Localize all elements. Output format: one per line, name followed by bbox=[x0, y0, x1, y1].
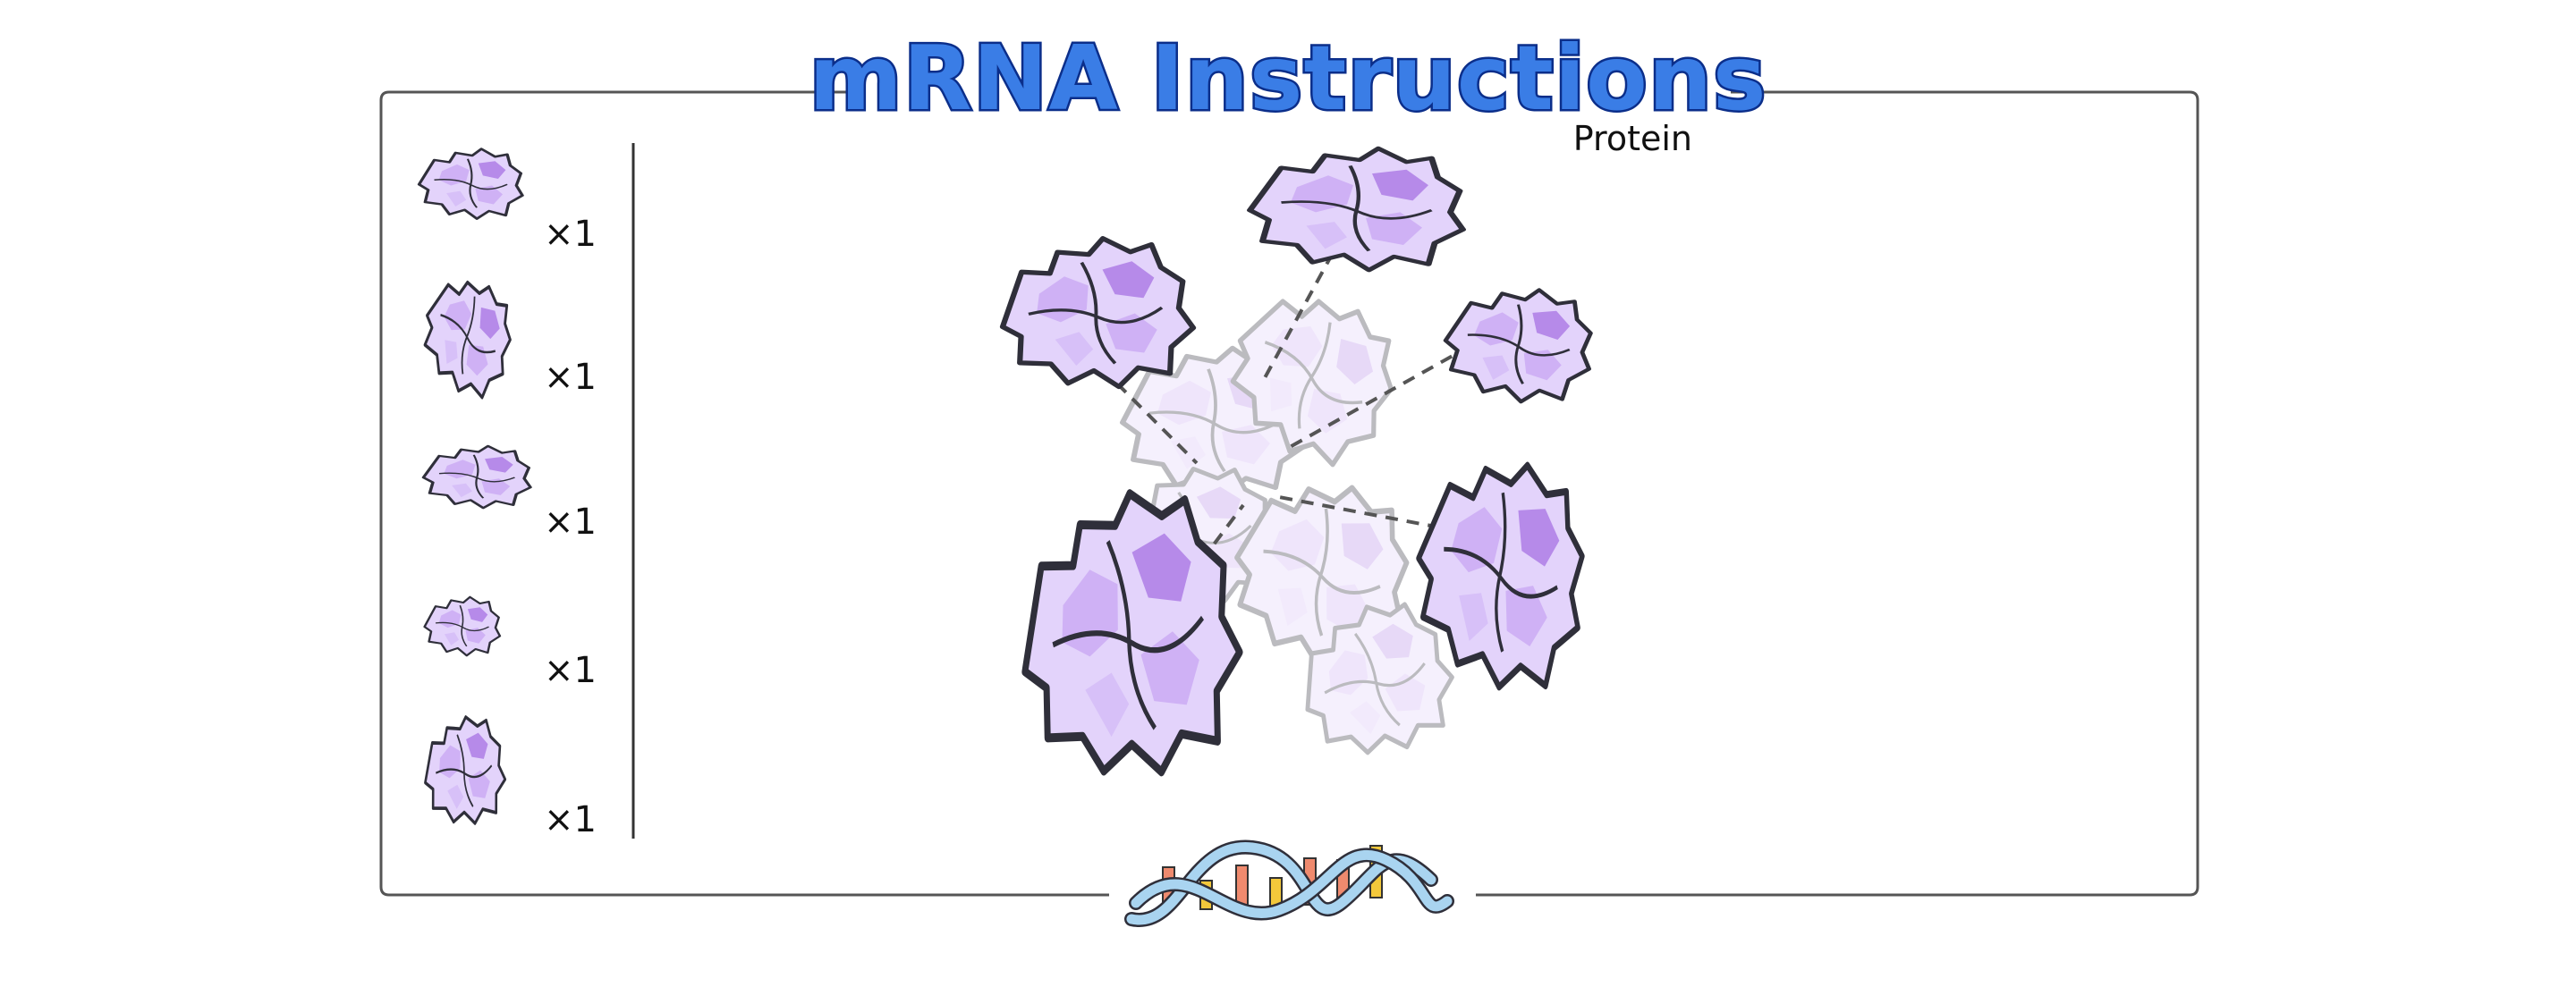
legend-item: ×1 bbox=[417, 147, 597, 255]
subunit-count: ×1 bbox=[544, 357, 597, 398]
legend-item: ×1 bbox=[423, 595, 597, 691]
legend-item: ×1 bbox=[411, 259, 597, 411]
connector-line bbox=[1289, 333, 1490, 449]
subunit-count: ×1 bbox=[544, 650, 597, 691]
title: mRNA Instructions bbox=[809, 26, 1767, 131]
protein-blob-icon bbox=[421, 444, 532, 510]
protein-blob-icon bbox=[1250, 148, 1463, 270]
protein-blob-icon bbox=[1440, 283, 1597, 406]
subunit-legend: ×1 ×1 ×1 ×1 ×1 bbox=[411, 147, 597, 840]
subunit-count: ×1 bbox=[544, 799, 597, 840]
protein-blob-icon bbox=[417, 707, 512, 837]
connector-line bbox=[1278, 495, 1441, 529]
legend-item: ×1 bbox=[417, 707, 597, 840]
dna-helix-icon bbox=[1124, 839, 1454, 927]
exploded-subunits bbox=[990, 148, 1597, 807]
subtitle: Protein bbox=[1573, 119, 1692, 158]
protein-blob-icon bbox=[990, 230, 1201, 400]
protein-blob-icon bbox=[417, 147, 524, 221]
outer-frame bbox=[379, 90, 2199, 897]
legend-item: ×1 bbox=[421, 444, 597, 543]
protein-blob-icon bbox=[423, 595, 502, 657]
subunit-count: ×1 bbox=[544, 214, 597, 255]
subunit-count: ×1 bbox=[544, 502, 597, 543]
protein-blob-icon bbox=[411, 259, 523, 411]
connector-line bbox=[1259, 252, 1335, 385]
